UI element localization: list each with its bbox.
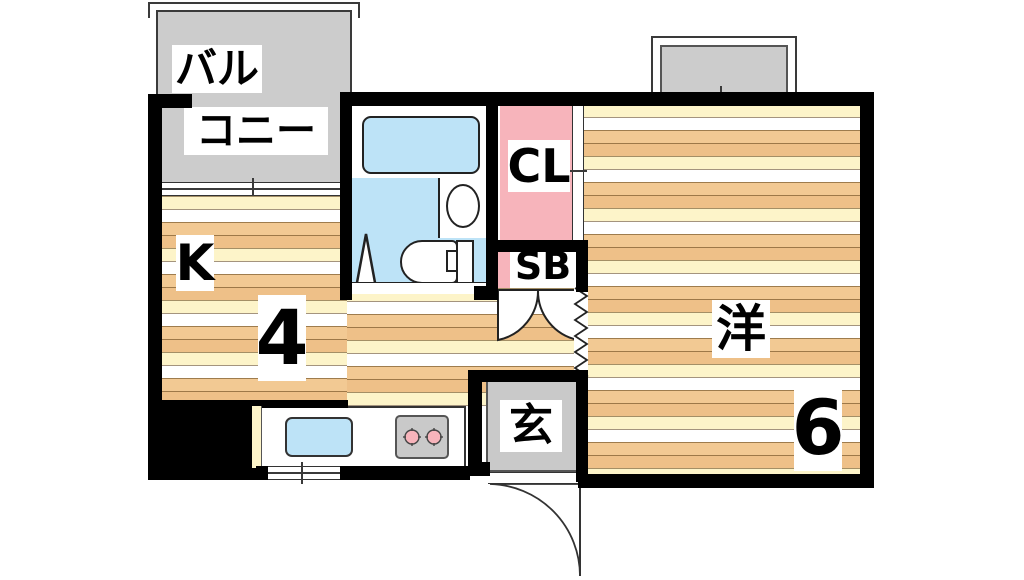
balcony-sliding-door-mullion	[252, 178, 254, 200]
kitchen-sink	[285, 417, 353, 457]
gas-burner-right-icon	[425, 428, 443, 446]
western-room-label: 洋	[712, 300, 770, 358]
toilet-tank	[456, 240, 474, 284]
balcony-label-line1: バル	[172, 45, 262, 93]
wall-bottom-left-ext	[148, 466, 268, 480]
wall-closet-bottom	[486, 240, 584, 252]
wall-entrance-left	[468, 370, 482, 474]
wall-room-divider-lower	[576, 378, 588, 482]
bay-window	[660, 45, 788, 98]
wall-top-right	[588, 92, 874, 106]
wall-kitchen-right-upper	[340, 196, 350, 296]
closet-label: CL	[507, 139, 571, 193]
wall-entrance-bottom-left	[468, 462, 490, 476]
bath-threshold	[352, 282, 488, 292]
washbasin	[446, 184, 480, 228]
wall-sb-right	[576, 240, 588, 292]
counter-left-return	[252, 406, 262, 468]
kitchen-floor-grain	[160, 196, 347, 408]
bath-folding-door[interactable]	[352, 230, 380, 290]
wall-counter-bottom-left	[256, 466, 264, 480]
entrance-label: 玄	[500, 400, 562, 452]
western-room-size-label: 6	[791, 383, 845, 472]
entrance-threshold	[488, 472, 580, 484]
entrance-door[interactable]	[486, 483, 586, 580]
bathtub	[362, 116, 480, 174]
wall-bottom-right	[578, 474, 874, 488]
wall-top-center	[348, 92, 588, 106]
wall-room-divider-upper	[584, 92, 592, 106]
balcony-sliding-door-rail	[156, 188, 352, 190]
closet-sliding-door[interactable]	[572, 104, 584, 242]
gas-burner-left-icon	[403, 428, 421, 446]
wall-counter-bottom	[340, 466, 470, 480]
wall-sb-left	[486, 248, 496, 292]
wall-kitchen-bottom	[160, 400, 348, 408]
wall-left-exterior	[148, 196, 162, 408]
room-double-door[interactable]	[496, 288, 580, 342]
kitchen-label: K	[175, 234, 215, 292]
balcony-label-line2: コニー	[184, 107, 328, 155]
accordion-partition[interactable]	[573, 287, 589, 385]
closet-door-mullion	[569, 170, 587, 172]
kitchen-window-mullion	[301, 462, 303, 484]
kitchen-size-label: 4	[255, 293, 309, 382]
wall-entrance-top	[480, 370, 588, 382]
wall-right-exterior	[860, 92, 874, 488]
toilet-tank-lid	[446, 250, 458, 272]
wall-left-upper	[148, 94, 162, 196]
